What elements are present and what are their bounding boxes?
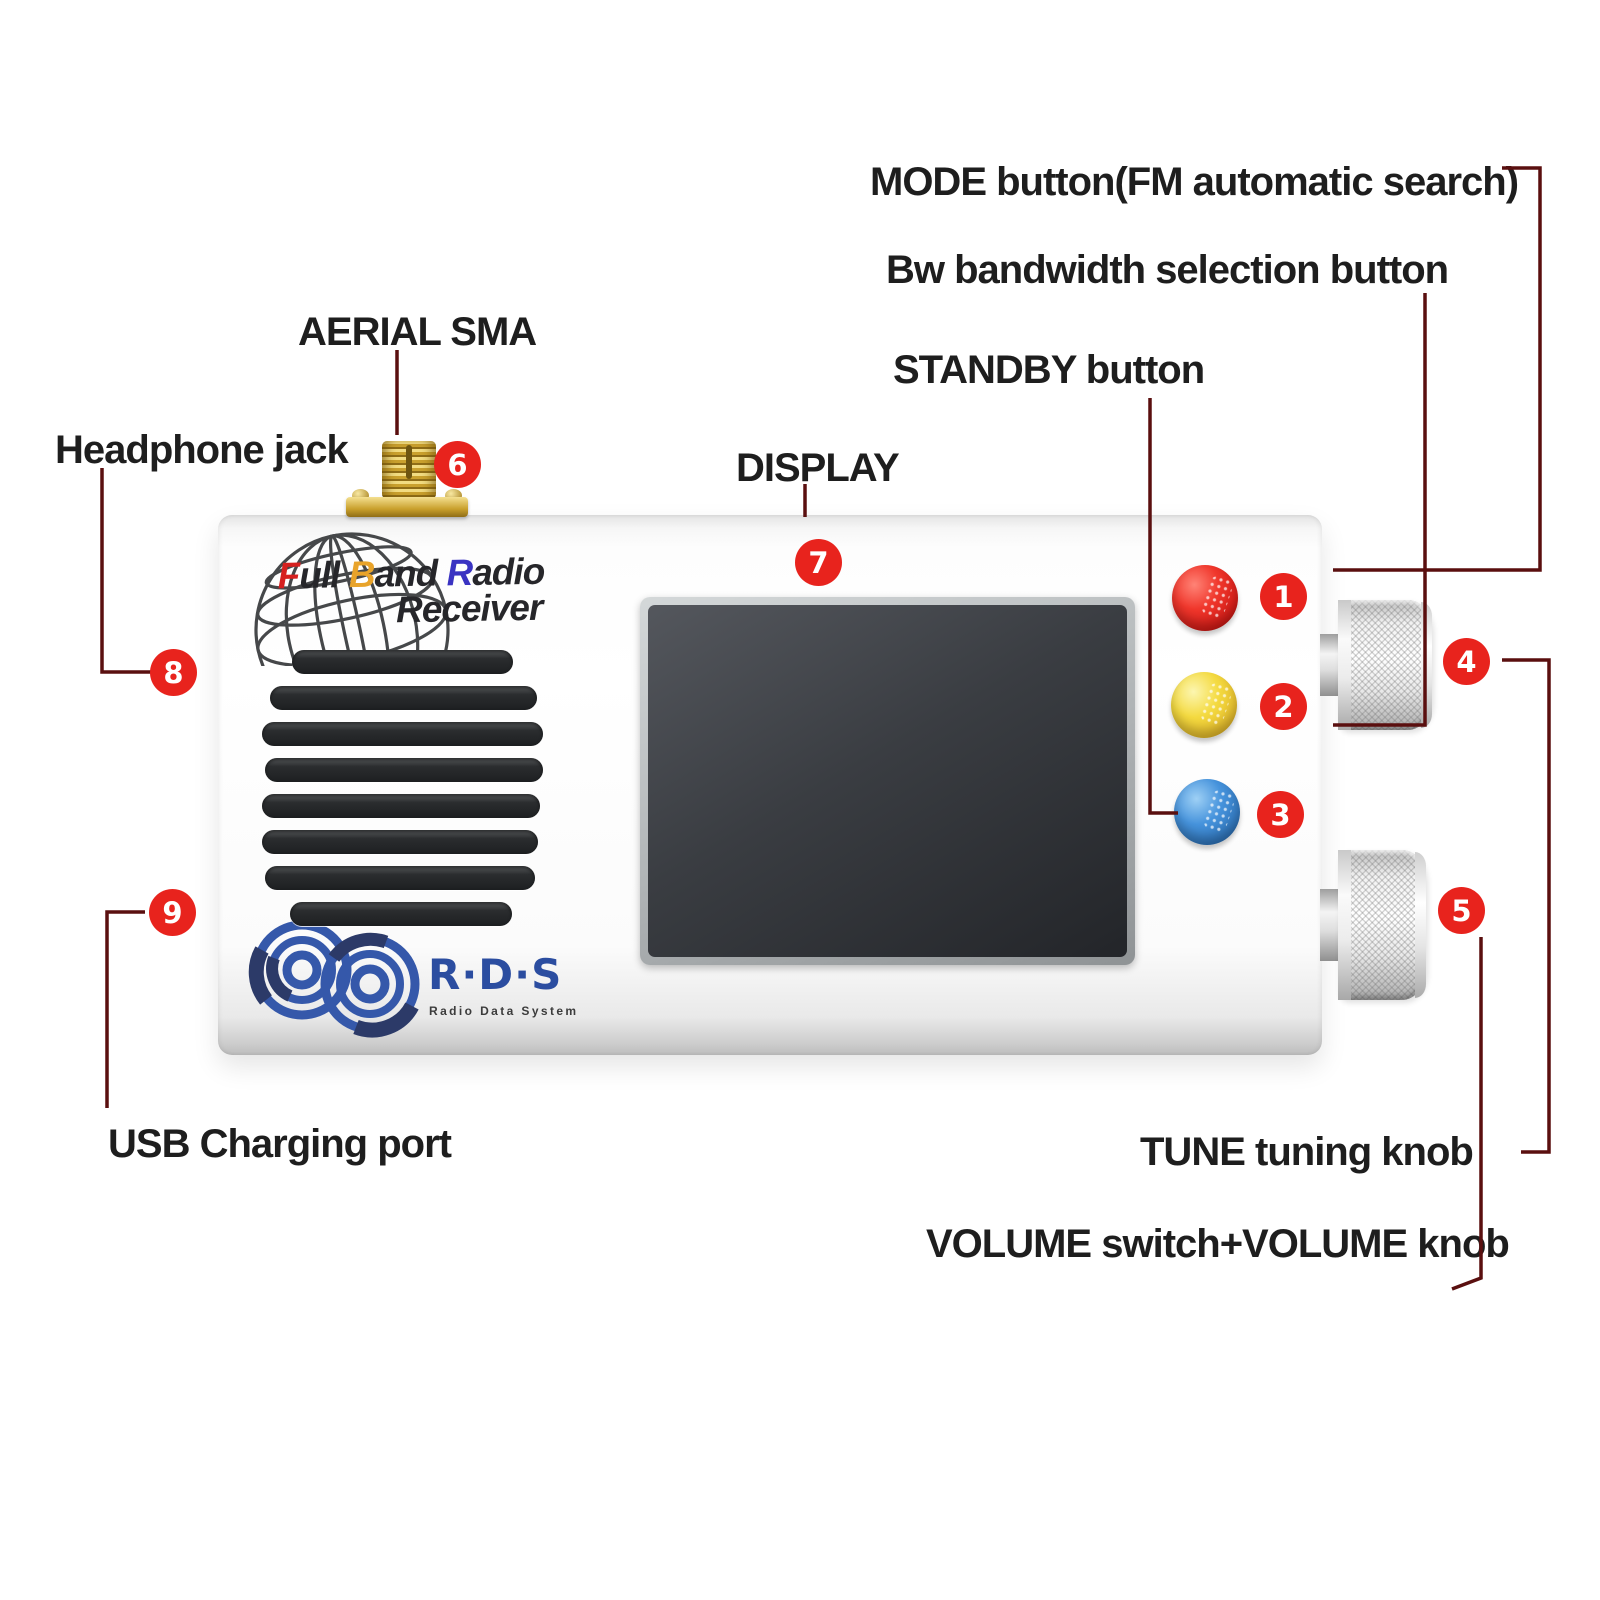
speaker-slot xyxy=(270,686,537,710)
speaker-grille xyxy=(256,650,548,938)
callout-badge-6: 6 xyxy=(434,441,481,488)
label-aerial-sma: AERIAL SMA xyxy=(298,310,537,354)
callout-line-tune xyxy=(1502,658,1551,1154)
rds-title: R·D·S xyxy=(428,950,563,999)
volume-knob-body xyxy=(1338,850,1426,1000)
callout-line-headphone xyxy=(100,468,152,674)
volume-knob xyxy=(1320,850,1426,1000)
callout-badge-4: 4 xyxy=(1443,638,1490,685)
speaker-slot xyxy=(290,902,512,926)
globe-icon xyxy=(254,532,450,666)
sma-flange xyxy=(346,497,468,517)
speaker-slot xyxy=(262,830,538,854)
callout-badge-7: 7 xyxy=(795,539,842,586)
tune-knob-body xyxy=(1338,600,1432,730)
standby-button xyxy=(1174,779,1240,845)
mode-button xyxy=(1172,565,1238,631)
brand-logo: Full Band Radio Receiver xyxy=(277,551,546,631)
label-mode-button: MODE button(FM automatic search) xyxy=(870,160,1519,204)
label-volume-knob: VOLUME switch+VOLUME knob xyxy=(926,1222,1510,1266)
callout-line-usb xyxy=(105,910,145,1108)
bandwidth-button xyxy=(1171,672,1237,738)
label-headphone-jack: Headphone jack xyxy=(55,428,349,472)
label-tune-knob: TUNE tuning knob xyxy=(1140,1130,1474,1174)
tune-knob xyxy=(1320,600,1432,730)
speaker-slot xyxy=(262,794,540,818)
display-screen xyxy=(648,605,1127,957)
callout-line-mode xyxy=(1333,166,1542,572)
sma-pin-slot xyxy=(406,445,412,479)
rds-subtitle: Radio Data System xyxy=(429,1004,579,1018)
label-bandwidth-button: Bw bandwidth selection button xyxy=(886,248,1449,292)
speaker-slot xyxy=(265,866,535,890)
brand-line2: Receiver xyxy=(395,586,543,631)
callout-badge-9: 9 xyxy=(149,889,196,936)
display-bezel xyxy=(640,597,1135,965)
label-standby-button: STANDBY button xyxy=(893,348,1205,392)
callout-badge-2: 2 xyxy=(1260,683,1307,730)
speaker-slot xyxy=(265,758,543,782)
label-display: DISPLAY xyxy=(736,446,900,490)
speaker-slot xyxy=(262,722,543,746)
speaker-slot xyxy=(292,650,513,674)
callout-badge-1: 1 xyxy=(1260,573,1307,620)
callout-badge-5: 5 xyxy=(1438,887,1485,934)
callout-badge-3: 3 xyxy=(1257,791,1304,838)
aerial-sma-connector xyxy=(346,441,468,519)
label-usb-charging: USB Charging port xyxy=(108,1122,452,1166)
callout-badge-8: 8 xyxy=(150,649,197,696)
